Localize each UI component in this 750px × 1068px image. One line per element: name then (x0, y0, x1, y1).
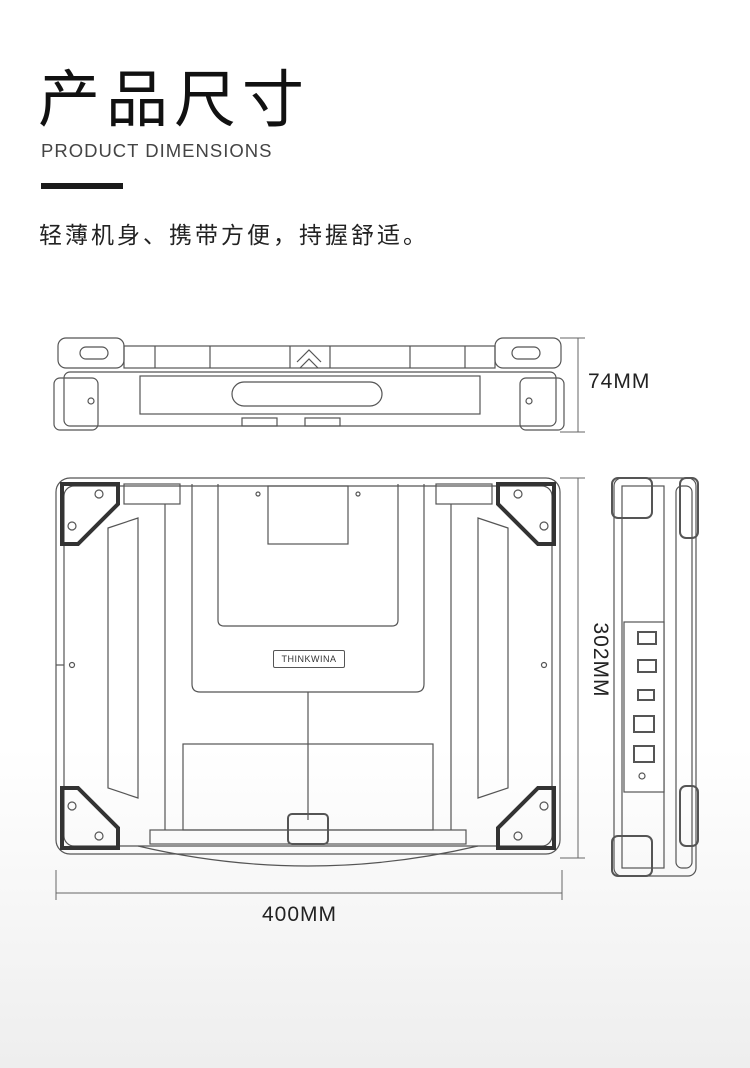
front-view (53, 337, 565, 431)
thickness-label: 74MM (588, 370, 651, 393)
page-subtitle: PRODUCT DIMENSIONS (41, 140, 273, 161)
side-view (611, 477, 699, 877)
title-divider (41, 183, 123, 189)
width-label: 400MM (262, 903, 338, 926)
brand-logo: THINKWINA (273, 650, 345, 668)
dimension-lines (55, 337, 585, 900)
top-view (55, 477, 561, 867)
page-title: 产品尺寸 (38, 63, 311, 136)
depth-label: 302MM (589, 622, 612, 698)
tagline: 轻薄机身、携带方便，持握舒适。 (39, 223, 429, 249)
